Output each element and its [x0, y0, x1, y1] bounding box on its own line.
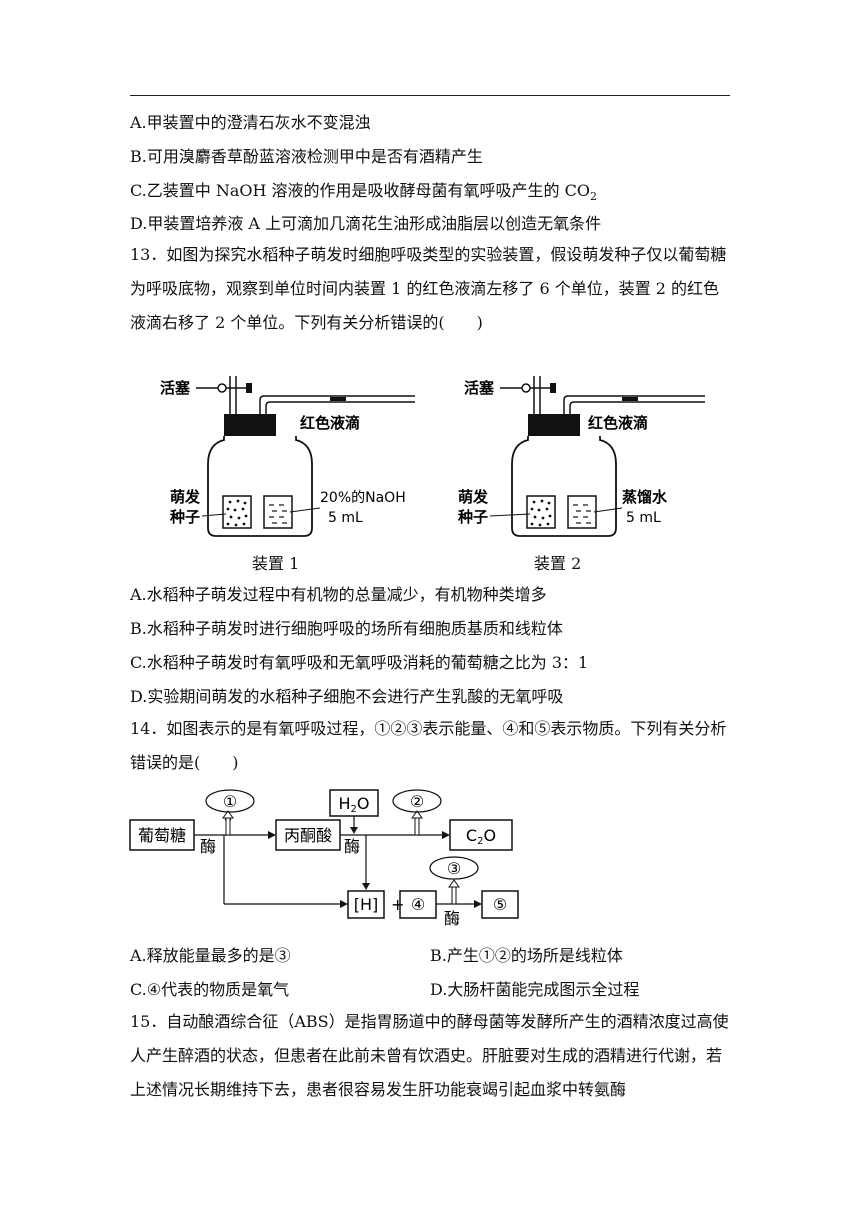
water-label: H2O	[339, 794, 370, 815]
stopcock-label: 活塞	[464, 379, 495, 397]
q12-option-d: D.甲装置培养液 A 上可滴加几滴花生油形成油脂层以创造无氧条件	[130, 214, 602, 233]
product-5-label: ⑤	[493, 895, 507, 914]
hydrogen-label: [H]	[354, 895, 379, 914]
q12-option-b: B.可用溴麝香草酚蓝溶液检测甲中是否有酒精产生	[130, 147, 483, 166]
q12-option-c-text: C.乙装置中 NaOH 溶液的作用是吸收酵母菌有氧呼吸产生的 CO	[130, 181, 590, 200]
q14-option-c: C.④代表的物质是氧气	[130, 980, 290, 999]
apparatus-1-diagram: 活塞 红色液滴 萌发 种子 20%的NaOH 5 mL	[160, 376, 415, 537]
stopcock-icon	[521, 383, 531, 393]
aerobic-respiration-diagram: 葡萄糖 酶 ① 丙酮酸 酶 H2O ② C2O [H] + ④ ③ 酶 ⑤	[129, 789, 519, 926]
energy-3-ellipse	[429, 856, 479, 880]
solution-beaker	[567, 495, 597, 529]
q13-option-c: C.水稻种子萌发时有氧呼吸和无氧呼吸消耗的葡萄糖之比为 3：1	[130, 653, 589, 672]
rubber-stopper	[528, 414, 580, 436]
seed-label-1: 萌发	[170, 488, 201, 506]
apparatus-2-caption: 装置 2	[534, 554, 582, 573]
co2-label: C2O	[466, 826, 496, 847]
enzyme-label-3: 酶	[444, 909, 460, 926]
energy-2-label: ②	[410, 792, 424, 811]
seed-label-1: 萌发	[458, 488, 489, 506]
seed-label-2: 种子	[169, 508, 200, 526]
seed-label-2: 种子	[457, 508, 488, 526]
q14-option-b: B.产生①②的场所是线粒体	[430, 946, 623, 965]
solution-beaker	[263, 495, 293, 529]
energy-2-ellipse	[392, 789, 442, 813]
q15-stem: 15．自动酿酒综合征（ABS）是指胃肠道中的酵母菌等发酵所产生的酒精浓度过高使人…	[130, 1012, 729, 1099]
red-droplet	[622, 397, 638, 401]
seed-beaker	[526, 495, 556, 529]
q12-option-c-subscript: 2	[590, 190, 597, 204]
apparatus-1-caption: 装置 1	[252, 554, 300, 573]
bottle	[511, 436, 617, 537]
bottle	[207, 436, 313, 537]
energy-1-ellipse	[205, 789, 255, 813]
apparatus-2-diagram: 活塞 红色液滴 萌发 种子 蒸馏水 5 mL	[457, 376, 705, 537]
product-5-box	[481, 890, 519, 919]
q14-stem: 14．如图表示的是有氧呼吸过程，①②③表示能量、④和⑤表示物质。下列有关分析错误…	[130, 719, 727, 772]
q13-option-d: D.实验期间萌发的水稻种子细胞不会进行产生乳酸的无氧呼吸	[130, 687, 564, 706]
solution-label-1: 20%的NaOH	[320, 490, 406, 506]
red-droplet	[330, 397, 346, 401]
energy-3-label: ③	[447, 859, 461, 878]
q12-option-a: A.甲装置中的澄清石灰水不变混浊	[130, 113, 371, 132]
solution-label-2: 5 mL	[626, 510, 661, 526]
hydrogen-box	[347, 890, 385, 919]
solution-label-1: 蒸馏水	[622, 488, 668, 506]
pyruvate-label: 丙酮酸	[284, 826, 332, 845]
q13-option-b: B.水稻种子萌发时进行细胞呼吸的场所有细胞质基质和线粒体	[130, 619, 563, 638]
glucose-label: 葡萄糖	[138, 826, 186, 845]
solution-label-2: 5 mL	[328, 510, 363, 526]
energy-1-label: ①	[223, 792, 237, 811]
droplet-label: 红色液滴	[588, 414, 648, 432]
seed-beaker	[222, 495, 252, 529]
q14-option-a: A.释放能量最多的是③	[130, 946, 291, 965]
enzyme-label-2: 酶	[344, 837, 360, 856]
header-rule	[130, 95, 730, 96]
q14-option-d: D.大肠杆菌能完成图示全过程	[430, 980, 640, 999]
enzyme-label-1: 酶	[200, 837, 216, 856]
stopcock-icon	[217, 383, 227, 393]
stopcock-label: 活塞	[160, 379, 191, 397]
q13-stem: 13．如图为探究水稻种子萌发时细胞呼吸类型的实验装置，假设萌发种子仅以葡萄糖为呼…	[130, 245, 727, 332]
co2-box	[449, 819, 513, 851]
droplet-label: 红色液滴	[300, 414, 360, 432]
rubber-stopper	[224, 414, 276, 436]
plus-sign: +	[391, 895, 404, 914]
substance-4-label: ④	[411, 895, 425, 914]
q13-option-a: A.水稻种子萌发过程中有机物的总量减少，有机物种类增多	[130, 585, 547, 604]
q12-option-c: C.乙装置中 NaOH 溶液的作用是吸收酵母菌有氧呼吸产生的 CO2	[130, 181, 597, 207]
